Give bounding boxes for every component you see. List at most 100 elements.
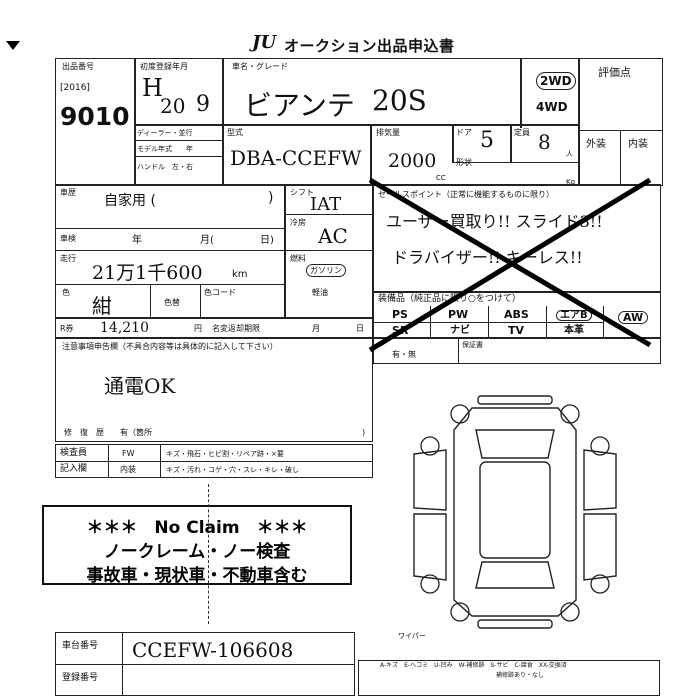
- reg-label: 登録番号: [62, 673, 99, 683]
- recycle-label: R券: [60, 324, 74, 333]
- inspection-month: 月(: [200, 235, 214, 246]
- first-reg-era: H: [142, 74, 163, 102]
- recycle-row: [55, 318, 373, 338]
- rating-label: 評価点: [598, 66, 631, 79]
- equip-navi: ナビ: [450, 325, 470, 336]
- equip-ps: PS: [392, 308, 408, 321]
- interior-label: 内装: [628, 139, 648, 150]
- transfer-day: 日: [356, 324, 364, 333]
- shift-value: IAT: [310, 194, 342, 215]
- dealer-label: ディーラー・並行: [137, 129, 193, 137]
- divider-dashed: [208, 484, 209, 624]
- displacement-unit: CC: [436, 174, 446, 182]
- drive-4wd: 4WD: [536, 100, 568, 114]
- usage-paren-close: ): [268, 190, 274, 206]
- equipment-block: [373, 292, 661, 338]
- legend-sub: 補修跡あり・なし: [496, 672, 545, 679]
- shape-label: 形状: [456, 158, 472, 167]
- listing-number: 9010: [60, 102, 130, 131]
- chassis-value: CCEFW-106608: [132, 638, 294, 662]
- usage-label: 車歴: [60, 188, 76, 197]
- color-code-label: 色コード: [204, 288, 236, 297]
- middle-left-block: [55, 184, 285, 318]
- color-label: 色: [62, 288, 70, 297]
- fuel-gasoline: ガソリン: [306, 264, 346, 277]
- fill-label: 記入欄: [60, 464, 88, 474]
- legend-block: [358, 660, 660, 696]
- inspector-label: 検査員: [60, 448, 88, 458]
- listing-year: [2016]: [60, 83, 90, 93]
- inspector-fw: FW: [122, 449, 135, 458]
- car-grade: 20S: [372, 84, 427, 117]
- seats-value: 8: [538, 130, 551, 154]
- seats-label: 定員: [514, 128, 530, 137]
- shift-block: [285, 184, 373, 318]
- first-reg-year: 20: [160, 94, 186, 118]
- top-block: [55, 58, 663, 186]
- cross-out-mark: [368, 177, 652, 353]
- inspection-year: 年: [132, 235, 142, 246]
- ju-logo: JU: [252, 32, 277, 53]
- car-name: ビアンテ: [244, 89, 355, 122]
- chassis-label: 車台番号: [62, 641, 99, 651]
- notes-block: [55, 338, 373, 442]
- car-name-label: 車名・グレード: [232, 62, 288, 71]
- warranty-value: 有・無: [392, 350, 416, 359]
- drive-2wd: 2WD: [536, 72, 576, 90]
- fuel-label: 燃料: [290, 254, 306, 263]
- equip-pw: PW: [448, 308, 469, 321]
- displacement-value: 2000: [388, 150, 437, 172]
- color-value: 紺: [92, 294, 112, 318]
- equip-aw: AW: [618, 311, 649, 324]
- usage-value: 自家用 (: [104, 193, 156, 209]
- doors-value: 5: [480, 128, 494, 153]
- listing-no-label: 出品番号: [62, 62, 94, 71]
- no-claim-line1: ＊＊＊ No Claim ＊＊＊: [86, 518, 308, 538]
- wiper-label: ワイパー: [398, 632, 426, 640]
- first-reg-label: 初度登録年月: [140, 62, 188, 71]
- displacement-label: 排気量: [376, 128, 400, 137]
- inspector-interior-text: キズ・汚れ・コゲ・穴・スレ・キレ・破し: [166, 466, 299, 474]
- doors-label: ドア: [456, 128, 472, 137]
- notes-label: 注意事項申告欄（不具合内容等は具体的に記入して下さい）: [62, 342, 278, 351]
- notes-value: 通電OK: [104, 374, 176, 398]
- seats-unit: 人: [566, 150, 573, 158]
- no-claim-box: ＊＊＊ No Claim ＊＊＊ ノークレーム・ノー検査 事故車・現状車・不動車…: [42, 505, 352, 586]
- warranty-label: 保証書: [462, 341, 483, 349]
- form-title: オークション出品申込書: [284, 37, 455, 55]
- car-diagram: [413, 395, 617, 629]
- aircon-value: AC: [318, 224, 348, 248]
- color-change-label: 色替: [164, 298, 180, 307]
- inspection-day: 日): [260, 235, 274, 246]
- repair-label: 修 復 歴 有（箇所: [64, 428, 152, 437]
- kg-label: Kg: [566, 178, 576, 186]
- aircon-label: 冷房: [290, 218, 306, 227]
- warranty-block: [373, 338, 661, 364]
- inspector-interior: 内装: [120, 465, 136, 474]
- repair-paren-close: ): [362, 428, 366, 437]
- sales-block: [373, 184, 661, 292]
- no-claim-line3: 事故車・現状車・不動車含む: [86, 566, 308, 586]
- fuel-light-oil: 軽油: [312, 288, 328, 297]
- type-code: DBA-CCEFW: [230, 146, 362, 170]
- sales-point-label: セールスポイント（正常に機能するものに限り）: [378, 190, 554, 199]
- recycle-unit: 円: [194, 324, 202, 333]
- equip-leather: 本革: [564, 325, 584, 336]
- legend-text: A-キズ E-ヘコミ U-凹み W-補修跡 S-サビ C-腐食 XX-交換済: [380, 662, 567, 669]
- inspector-fw-text: キズ・飛石・ヒビ割・リペア跡・×要: [166, 450, 284, 458]
- type-code-label: 型式: [227, 128, 243, 137]
- corner-mark: [6, 36, 20, 50]
- equip-airbag: エアB: [556, 310, 592, 321]
- mileage-label: 走行: [60, 254, 76, 263]
- recycle-value: 14,210: [100, 320, 149, 336]
- mileage-value: 21万1千600: [92, 262, 203, 284]
- equip-tv: TV: [508, 324, 525, 337]
- no-claim-line2: ノークレーム・ノー検査: [103, 542, 291, 562]
- inspection-label: 車検: [60, 234, 76, 243]
- mileage-unit: km: [232, 269, 248, 280]
- equip-abs: ABS: [504, 308, 529, 321]
- transfer-month: 月: [312, 324, 320, 333]
- sales-line1: ユーザー買取り!! スライド3!!: [386, 212, 603, 231]
- model-year-label: モデル年式 年: [137, 145, 193, 153]
- first-reg-month: 9: [196, 92, 210, 117]
